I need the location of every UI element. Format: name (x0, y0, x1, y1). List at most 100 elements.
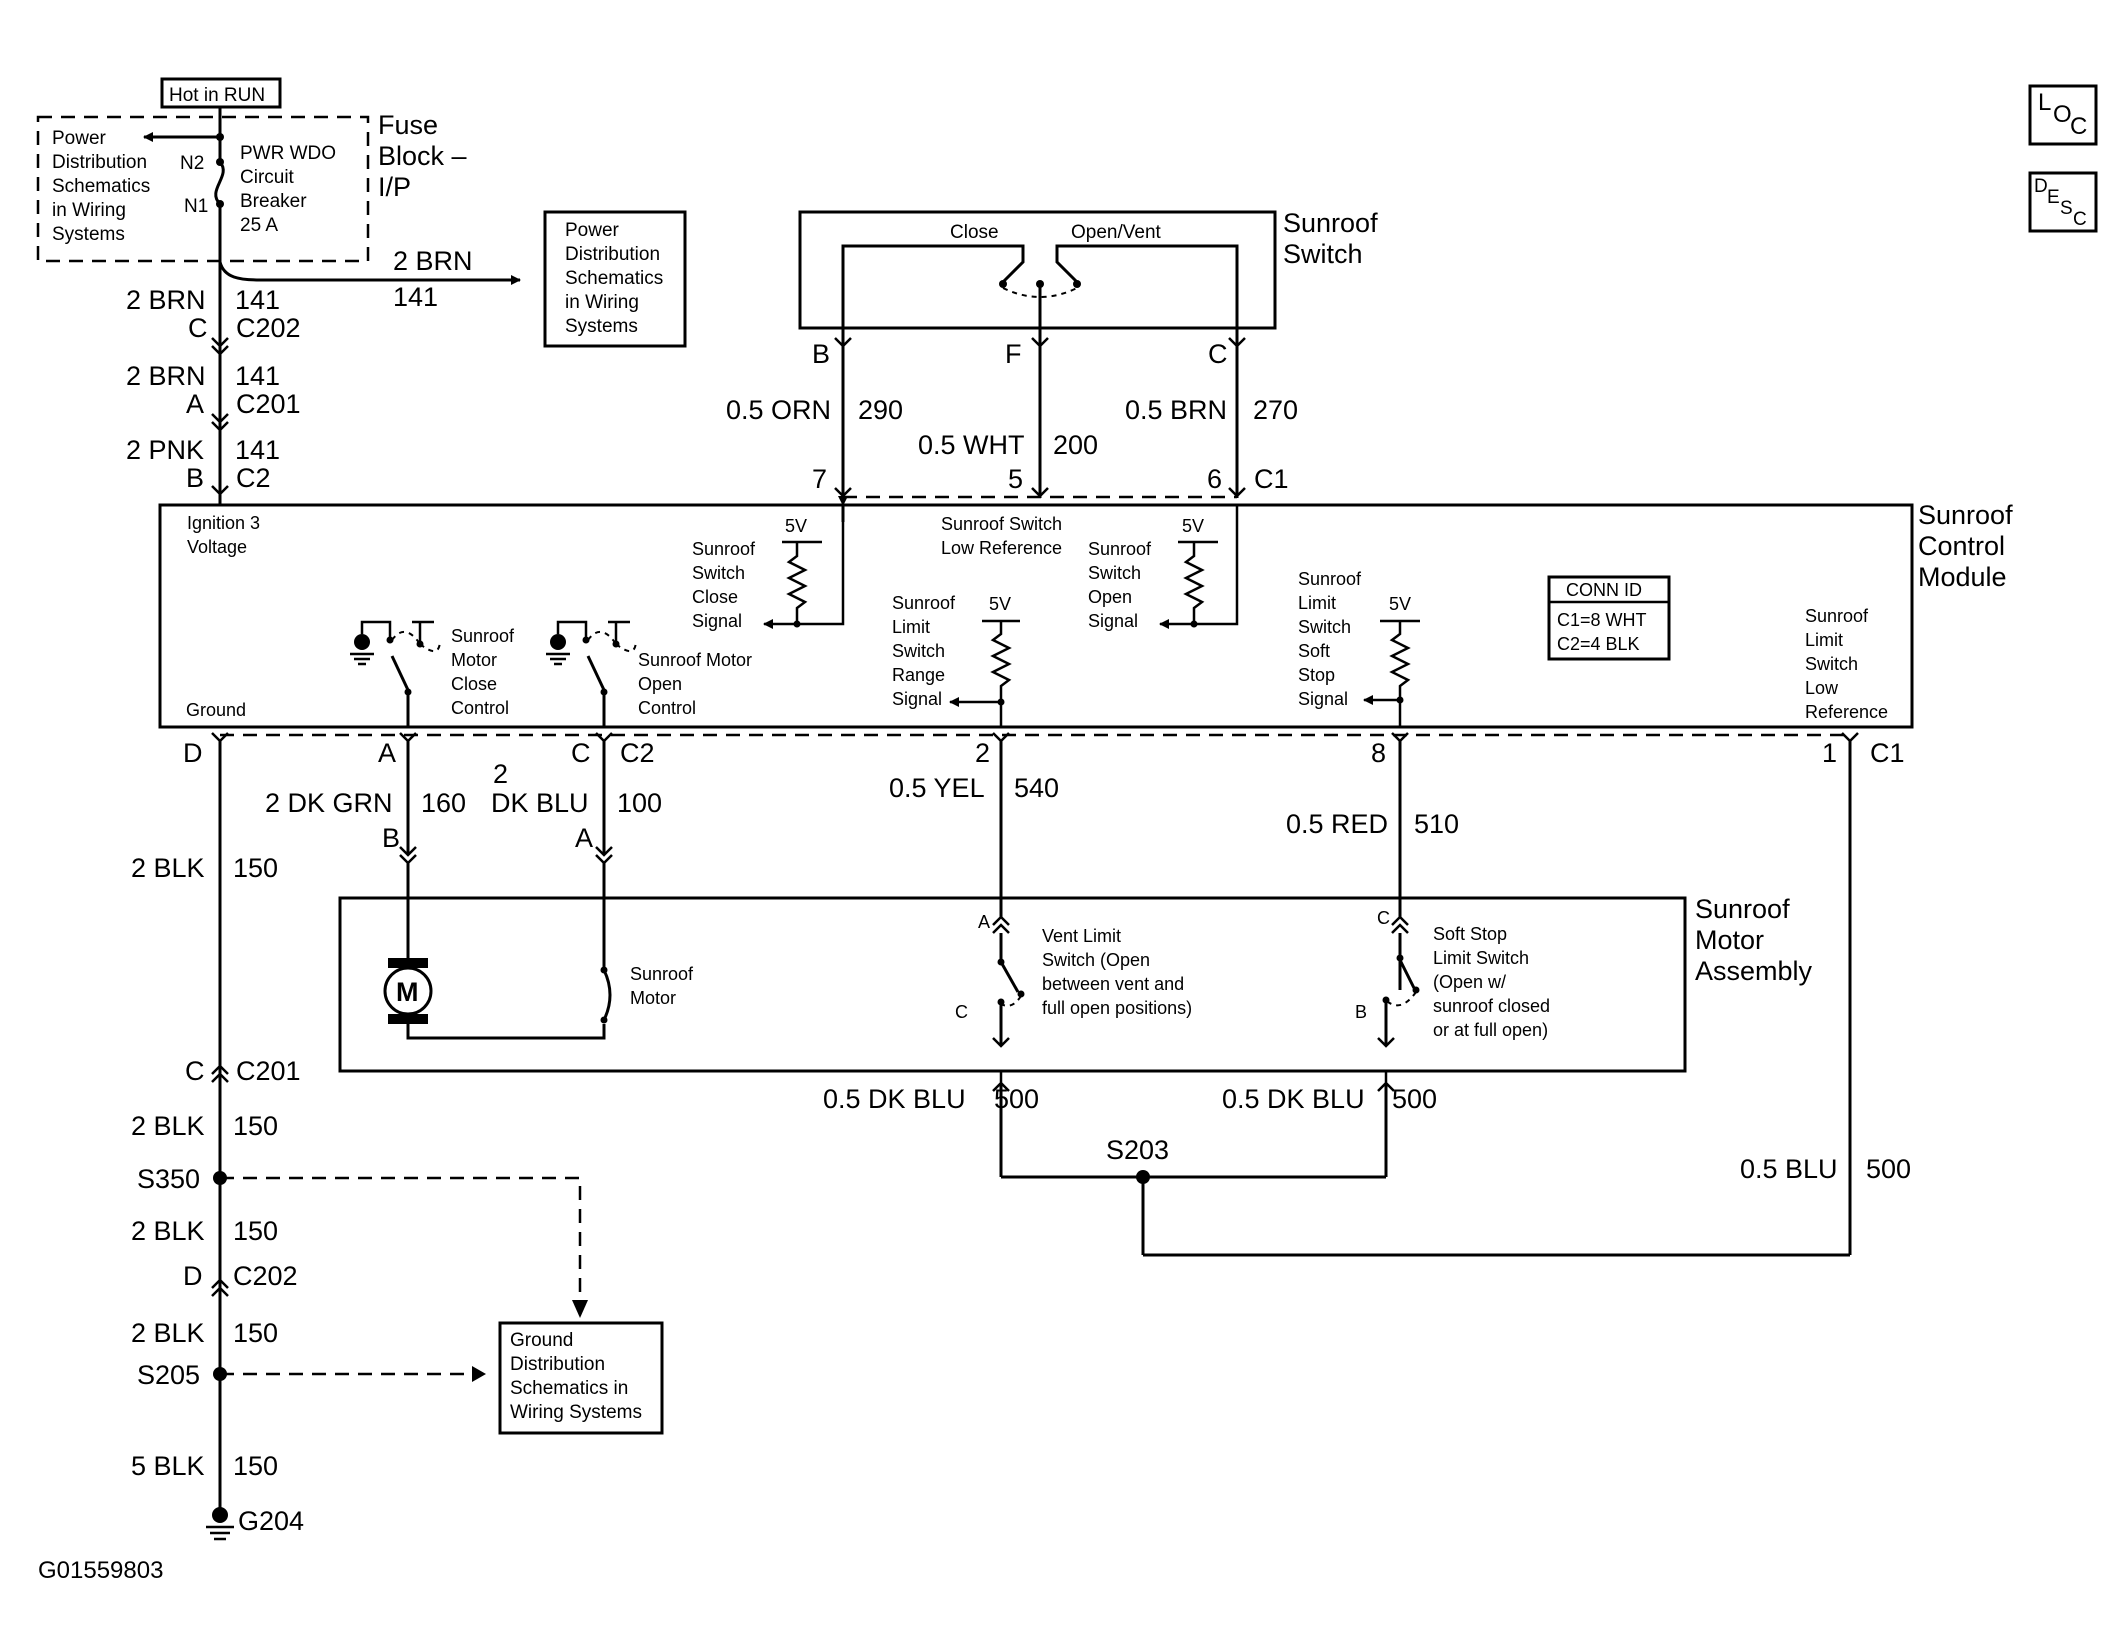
wht-circuit: 200 (1053, 430, 1098, 460)
seg2-pin: A (186, 389, 204, 419)
pullup-resistor-soft-stop (1389, 621, 1411, 700)
motor-close-relay (350, 620, 441, 727)
pds-left-line-1: Power (52, 128, 107, 149)
pin-n2: N2 (180, 153, 204, 174)
pullup-resistor-close (786, 542, 808, 624)
v5-soft-stop: 5V (1389, 594, 1411, 614)
seg3-circuit: 141 (235, 435, 280, 465)
splice-s350-label: S350 (137, 1164, 200, 1194)
desc-letter-s: S (2060, 198, 2073, 219)
loc-icon[interactable]: L O C (2028, 84, 2098, 146)
seg3-color: 2 PNK (126, 435, 204, 465)
open-signal-4: Signal (1088, 611, 1138, 631)
brn-branch-circuit: 141 (393, 282, 438, 312)
blk4-color: 2 BLK (131, 1318, 205, 1348)
gds-line-4: Wiring Systems (510, 1402, 642, 1423)
motor-assembly-title-1: Sunroof (1695, 894, 1790, 924)
blu-circuit: 500 (1866, 1154, 1911, 1184)
switch-close-label: Close (950, 222, 999, 243)
soft-stop-6: Signal (1298, 689, 1348, 709)
gds-line-2: Distribution (510, 1354, 605, 1375)
dkgrn-color: 2 DK GRN (265, 788, 393, 818)
desc-letter-d: D (2034, 176, 2048, 197)
seg2-circuit: 141 (235, 361, 280, 391)
vent-pin-c: C (955, 1002, 968, 1022)
module-connector-c2: C2 (620, 738, 655, 768)
seg1-circuit: 141 (235, 285, 280, 315)
ground-c202-connector: C202 (233, 1261, 298, 1291)
dkblu-size: 2 (493, 759, 508, 789)
sunroof-switch-box (798, 210, 1277, 330)
seg2-color: 2 BRN (126, 361, 206, 391)
loc-letter-c: C (2070, 113, 2087, 140)
ground-symbol-icon (546, 652, 570, 666)
module-connector-c1-bottom: C1 (1870, 738, 1905, 768)
module-pin-c: C (571, 738, 591, 768)
module-bottom-connector (211, 732, 1859, 743)
blk2-circuit: 150 (233, 1111, 278, 1141)
dkblu-circuit: 100 (617, 788, 662, 818)
sunroof-motor-assembly: Sunroof Motor Assembly M Sunroof Motor A… (338, 894, 1813, 1073)
motor-open-2: Open (638, 674, 682, 694)
circuit-breaker-symbol (214, 161, 225, 206)
ground-path (206, 1064, 588, 1541)
gds-line-3: Schematics in (510, 1378, 628, 1399)
seg1-pin: C (188, 313, 208, 343)
soft-stop-1: Sunroof (1298, 569, 1362, 589)
conn-id-line-2: C2=4 BLK (1557, 634, 1640, 654)
pds-left-line-3: Schematics (52, 176, 150, 197)
v5-close: 5V (785, 516, 807, 536)
yel-circuit: 540 (1014, 773, 1059, 803)
blu-color: 0.5 BLU (1740, 1154, 1838, 1184)
red-circuit: 510 (1414, 809, 1459, 839)
desc-letter-c: C (2073, 209, 2087, 230)
blk3-color: 2 BLK (131, 1216, 205, 1246)
soft-stop-2: Limit (1298, 593, 1336, 613)
ground-g204-icon (212, 1507, 228, 1523)
soft-label-2: Limit Switch (1433, 948, 1529, 968)
ground-c201-pin: C (185, 1056, 205, 1086)
range-signal-4: Range (892, 665, 945, 685)
motor-brush-top (388, 958, 428, 968)
desc-icon[interactable]: D E S C (2028, 171, 2098, 233)
switch-pin-b: B (812, 339, 830, 369)
limit-low-ref-3: Switch (1805, 654, 1858, 674)
brn-branch-color: 2 BRN (393, 246, 473, 276)
soft-pin-c: C (1377, 908, 1390, 928)
blk5-color: 5 BLK (131, 1451, 205, 1481)
open-signal-1: Sunroof (1088, 539, 1152, 559)
dkblu-a-circuit: 500 (994, 1084, 1039, 1114)
pds-right-line-4: in Wiring (565, 292, 639, 313)
connector-c201-symbol (211, 413, 229, 432)
switch-open-vent-label: Open/Vent (1071, 222, 1162, 243)
blk2-color: 2 BLK (131, 1111, 205, 1141)
motor-label-2: Motor (630, 988, 676, 1008)
range-signal-3: Switch (892, 641, 945, 661)
sunroof-switch-title-1: Sunroof (1283, 208, 1378, 238)
low-ref-2: Low Reference (941, 538, 1062, 558)
breaker-line-4: 25 A (240, 215, 278, 236)
limit-low-ref-1: Sunroof (1805, 606, 1869, 626)
pds-right-line-2: Distribution (565, 244, 660, 265)
brn-color: 0.5 BRN (1125, 395, 1227, 425)
ground-dot-icon (354, 634, 370, 650)
dkblu-b-color: 0.5 DK BLU (1222, 1084, 1365, 1114)
ground-symbol-icon (206, 1525, 234, 1541)
ground-main-color: 2 BLK (131, 853, 205, 883)
conn-id-title: CONN ID (1566, 580, 1642, 600)
soft-stop-3: Switch (1298, 617, 1351, 637)
motor-symbol-label: M (396, 977, 419, 1007)
ground-dot-icon (550, 634, 566, 650)
soft-label-5: or at full open) (1433, 1020, 1548, 1040)
orn-circuit: 290 (858, 395, 903, 425)
dkblu-to-pin-a: A (575, 823, 593, 853)
module-title-1: Sunroof (1918, 500, 2013, 530)
blk4-circuit: 150 (233, 1318, 278, 1348)
motor-open-3: Control (638, 698, 696, 718)
orn-color: 0.5 ORN (726, 395, 831, 425)
ignition-line-1: Ignition 3 (187, 513, 260, 533)
fuse-block-outline (36, 115, 370, 263)
motor-close-4: Control (451, 698, 509, 718)
motor-thermal-switch (602, 969, 612, 1021)
